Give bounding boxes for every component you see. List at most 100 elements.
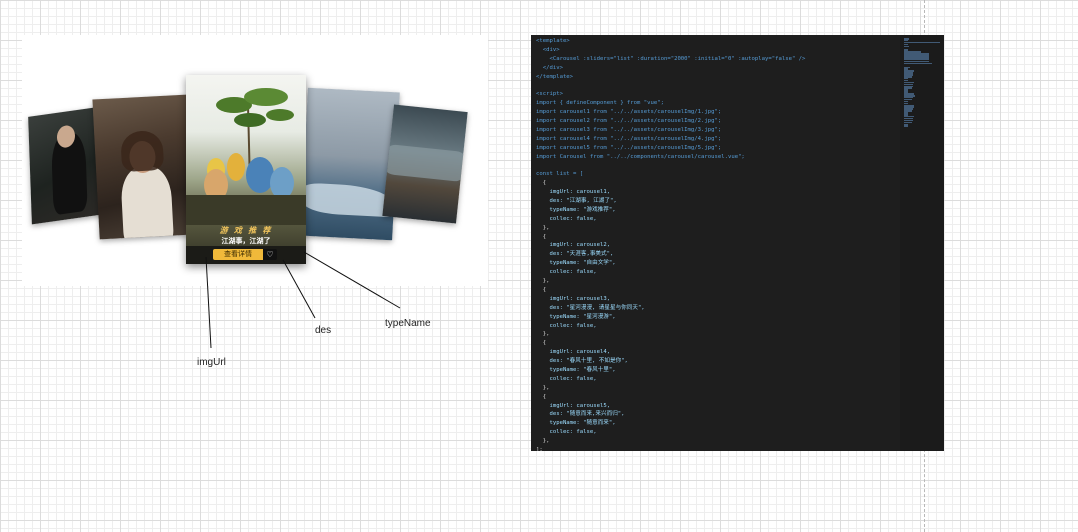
code-line: des: "江湖事, 江湖了",	[536, 198, 617, 205]
code-line: {	[536, 393, 547, 400]
minimap-row	[904, 39, 908, 42]
minimap-row	[904, 91, 908, 93]
minimap-row	[904, 108, 914, 110]
minimap-row	[904, 51, 922, 53]
code-line: des: "春风十里, 不如是你",	[536, 358, 628, 365]
code-line: imgUrl: carousel2,	[536, 242, 611, 249]
minimap-row	[904, 110, 913, 112]
minimap-row	[904, 117, 914, 120]
code-line: },	[536, 224, 550, 231]
minimap-row	[904, 85, 914, 87]
code-line: },	[536, 438, 550, 445]
code-line: des: "随意而来,来兴而归",	[536, 411, 625, 418]
typename-arrow	[303, 251, 401, 309]
minimap-row	[904, 89, 908, 91]
code-line: </template>	[536, 73, 574, 80]
code-minimap[interactable]	[900, 35, 944, 451]
code-line: des: "天涯客,事美式",	[536, 251, 614, 258]
tree-planting-image	[186, 88, 306, 225]
minimap-row	[904, 70, 914, 72]
minimap-row	[904, 98, 913, 101]
type-name-label: 游 戏 推 荐	[219, 226, 273, 235]
minimap-row	[904, 119, 914, 122]
imgurl-label: imgUrl	[197, 357, 226, 368]
minimap-row	[904, 123, 908, 125]
description-label: 江湖事，江湖了	[221, 238, 271, 245]
minimap-row	[904, 55, 929, 57]
minimap-row	[904, 79, 908, 82]
imgurl-arrow	[205, 256, 212, 349]
code-line: <Carousel :sliders="list" :duration="200…	[536, 55, 806, 62]
code-line: collec: false,	[536, 375, 597, 382]
code-line: },	[536, 331, 550, 338]
minimap-row	[904, 62, 932, 65]
minimap-row	[904, 58, 929, 61]
code-line: </div>	[536, 64, 563, 71]
minimap-row	[904, 60, 929, 63]
carousel-slide-active[interactable]: 游 戏 推 荐 江湖事，江湖了 查看详情 ♡	[186, 75, 306, 264]
code-line: import Carousel from "../../components/c…	[536, 153, 745, 160]
minimap-row	[904, 115, 914, 118]
minimap-row	[904, 106, 914, 108]
minimap-row	[904, 114, 908, 116]
code-line: import carousel2 from "../../assets/caro…	[536, 118, 722, 125]
minimap-row	[904, 41, 940, 44]
code-line: },	[536, 384, 550, 391]
code-line: import carousel1 from "../../assets/caro…	[536, 109, 722, 116]
code-line: collec: false,	[536, 269, 597, 276]
minimap-row	[904, 93, 914, 95]
code-line: },	[536, 278, 550, 285]
minimap-row	[904, 104, 914, 106]
minimap-row	[904, 77, 908, 80]
code-line: collec: false,	[536, 429, 597, 436]
minimap-row	[904, 125, 908, 127]
des-arrow	[282, 259, 316, 319]
code-editor[interactable]: <template> <div> <Carousel :sliders="lis…	[531, 35, 944, 451]
code-line: typeName: "随意而来",	[536, 420, 616, 427]
code-line: <template>	[536, 38, 570, 44]
minimap-row	[904, 83, 913, 86]
des-label: des	[315, 325, 332, 336]
code-line: const list = [	[536, 171, 584, 178]
typename-label: typeName	[385, 318, 431, 329]
code-line: collec: false,	[536, 322, 597, 329]
minimap-row	[904, 72, 913, 74]
minimap-row	[904, 68, 908, 70]
code-line: imgUrl: carousel5,	[536, 402, 611, 409]
code-line: import { defineComponent } from "vue";	[536, 100, 664, 107]
code-line: typeName: "星河漫游",	[536, 313, 616, 320]
code-line: ];	[536, 446, 543, 451]
minimap-row	[904, 76, 913, 78]
code-line: des: "星河漫漫, 请星星与你同天",	[536, 304, 645, 311]
code-line: {	[536, 340, 547, 347]
minimap-row	[904, 74, 914, 76]
code-line: typeName: "自由文学",	[536, 260, 616, 267]
minimap-row	[904, 81, 914, 84]
minimap-row	[904, 49, 908, 51]
minimap-row	[904, 112, 908, 114]
code-line	[536, 161, 898, 170]
heart-icon[interactable]: ♡	[263, 249, 277, 260]
code-line: <div>	[536, 46, 560, 53]
card-footer: 查看详情 ♡	[186, 246, 306, 264]
minimap-row	[904, 57, 929, 59]
view-details-button[interactable]: 查看详情	[213, 249, 263, 260]
minimap-row	[904, 53, 929, 55]
code-line: import carousel5 from "../../assets/caro…	[536, 144, 722, 151]
minimap-row	[904, 96, 914, 99]
minimap-row	[904, 121, 913, 124]
code-line: {	[536, 180, 547, 187]
carousel-preview: 游 戏 推 荐 江湖事，江湖了 查看详情 ♡	[22, 35, 488, 286]
minimap-row	[904, 87, 913, 89]
code-line: imgUrl: carousel1,	[536, 189, 611, 196]
code-line: <script>	[536, 91, 563, 98]
minimap-row	[904, 102, 908, 105]
code-line: imgUrl: carousel3,	[536, 295, 611, 302]
code-line: collec: false,	[536, 215, 597, 222]
code-line: {	[536, 286, 547, 293]
minimap-row	[904, 66, 911, 68]
minimap-row	[904, 95, 916, 97]
code-line: import carousel4 from "../../assets/caro…	[536, 135, 722, 142]
code-content[interactable]: <template> <div> <Carousel :sliders="lis…	[536, 37, 898, 451]
